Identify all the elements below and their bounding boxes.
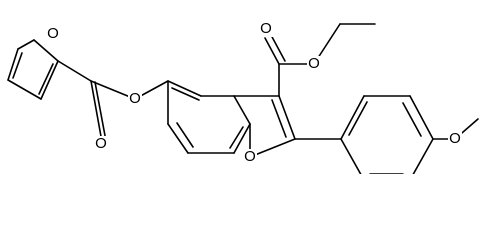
bond-furan-5 — [7, 79, 42, 100]
ester-oxygen-right-background — [307, 56, 321, 72]
bond-furan-1-inner — [12, 52, 23, 79]
bond-benzofuran-c3-c2-inner — [271, 99, 287, 138]
bond-benzene-3 — [233, 95, 251, 125]
methoxy-oxygen-background — [448, 131, 462, 147]
bond-aryl-3 — [409, 95, 434, 140]
carbonyl-oxygen-left-background — [94, 136, 108, 152]
bond-aryl-4 — [412, 138, 434, 174]
bond-left-carbonyl-double — [94, 81, 107, 142]
bond-aryl-3-inner — [402, 102, 422, 137]
bond-furan-1 — [7, 48, 19, 81]
bond-left-ester-oxygen — [90, 80, 136, 100]
benzofuran-oxygen-background — [243, 149, 257, 165]
bond-benzene-6-inner — [176, 122, 194, 148]
bond-furan-2 — [17, 39, 35, 50]
bond-aryl-1 — [340, 95, 365, 140]
benzofuran-oxygen-label: O — [244, 148, 256, 165]
bond-aryl-6 — [340, 138, 362, 174]
furan-oxygen-label: O — [47, 25, 59, 42]
carbonyl-oxygen-right-background — [259, 21, 273, 37]
bond-benzene-4 — [233, 123, 251, 154]
bond-benzene-6 — [167, 123, 189, 154]
molecule-diagram: O O O O O O O — [7, 20, 479, 174]
chemical-structure-canvas: O O O O O O O — [7, 19, 479, 174]
atom-label-layer: O O O O O O O — [46, 20, 462, 165]
bond-benzofuran-c2-o — [249, 138, 296, 158]
ester-oxygen-left-background — [128, 91, 142, 107]
furan-oxygen-background — [46, 26, 60, 42]
ester-oxygen-left-label: O — [129, 90, 141, 107]
bond-furan-carbonyl — [57, 60, 92, 82]
bond-benzene-1-inner — [171, 87, 200, 101]
methoxy-oxygen-label: O — [449, 130, 461, 147]
bond-benzene-4-inner — [229, 126, 244, 149]
carbonyl-oxygen-left-label: O — [95, 135, 107, 152]
bond-furan-3 — [33, 39, 59, 62]
bond-benzofuran-c3-c2 — [278, 95, 296, 140]
bond-aryl-1-inner — [348, 101, 368, 136]
bond-benzene-1 — [167, 80, 202, 97]
bond-left-carbonyl-single — [90, 80, 103, 143]
bond-furan-4 — [40, 60, 59, 100]
bond-right-carbonyl-single — [264, 37, 280, 65]
bond-right-carbonyl-double — [270, 34, 286, 62]
carbonyl-oxygen-right-label: O — [260, 20, 272, 37]
ester-oxygen-right-label: O — [308, 55, 320, 72]
bond-furan-4-inner — [38, 63, 54, 95]
